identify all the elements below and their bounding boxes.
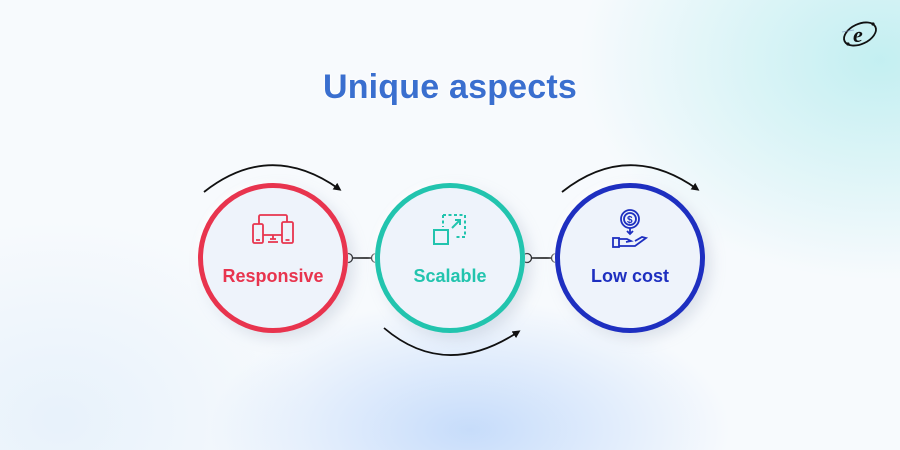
resize-icon bbox=[433, 214, 466, 245]
e-logo-icon: e bbox=[841, 21, 877, 47]
svg-text:$: $ bbox=[627, 215, 633, 226]
node-scalable: Scalable bbox=[375, 183, 525, 333]
ring bbox=[198, 183, 348, 333]
node-low-cost: $ Low cost bbox=[555, 183, 705, 333]
ring bbox=[555, 183, 705, 333]
svg-text:e: e bbox=[853, 22, 863, 47]
arrow-arc-top-2 bbox=[561, 164, 700, 193]
node-responsive: Responsive bbox=[198, 183, 348, 333]
node-label: Responsive bbox=[222, 266, 324, 286]
node-label: Scalable bbox=[413, 266, 487, 286]
arrow-arc-top-1 bbox=[203, 164, 342, 193]
arrow-arc-bottom bbox=[383, 327, 521, 356]
money-hand-icon: $ bbox=[612, 209, 649, 248]
devices-icon bbox=[252, 214, 294, 244]
ring bbox=[375, 183, 525, 333]
page-title: Unique aspects bbox=[322, 68, 578, 106]
node-label: Low cost bbox=[590, 266, 669, 286]
